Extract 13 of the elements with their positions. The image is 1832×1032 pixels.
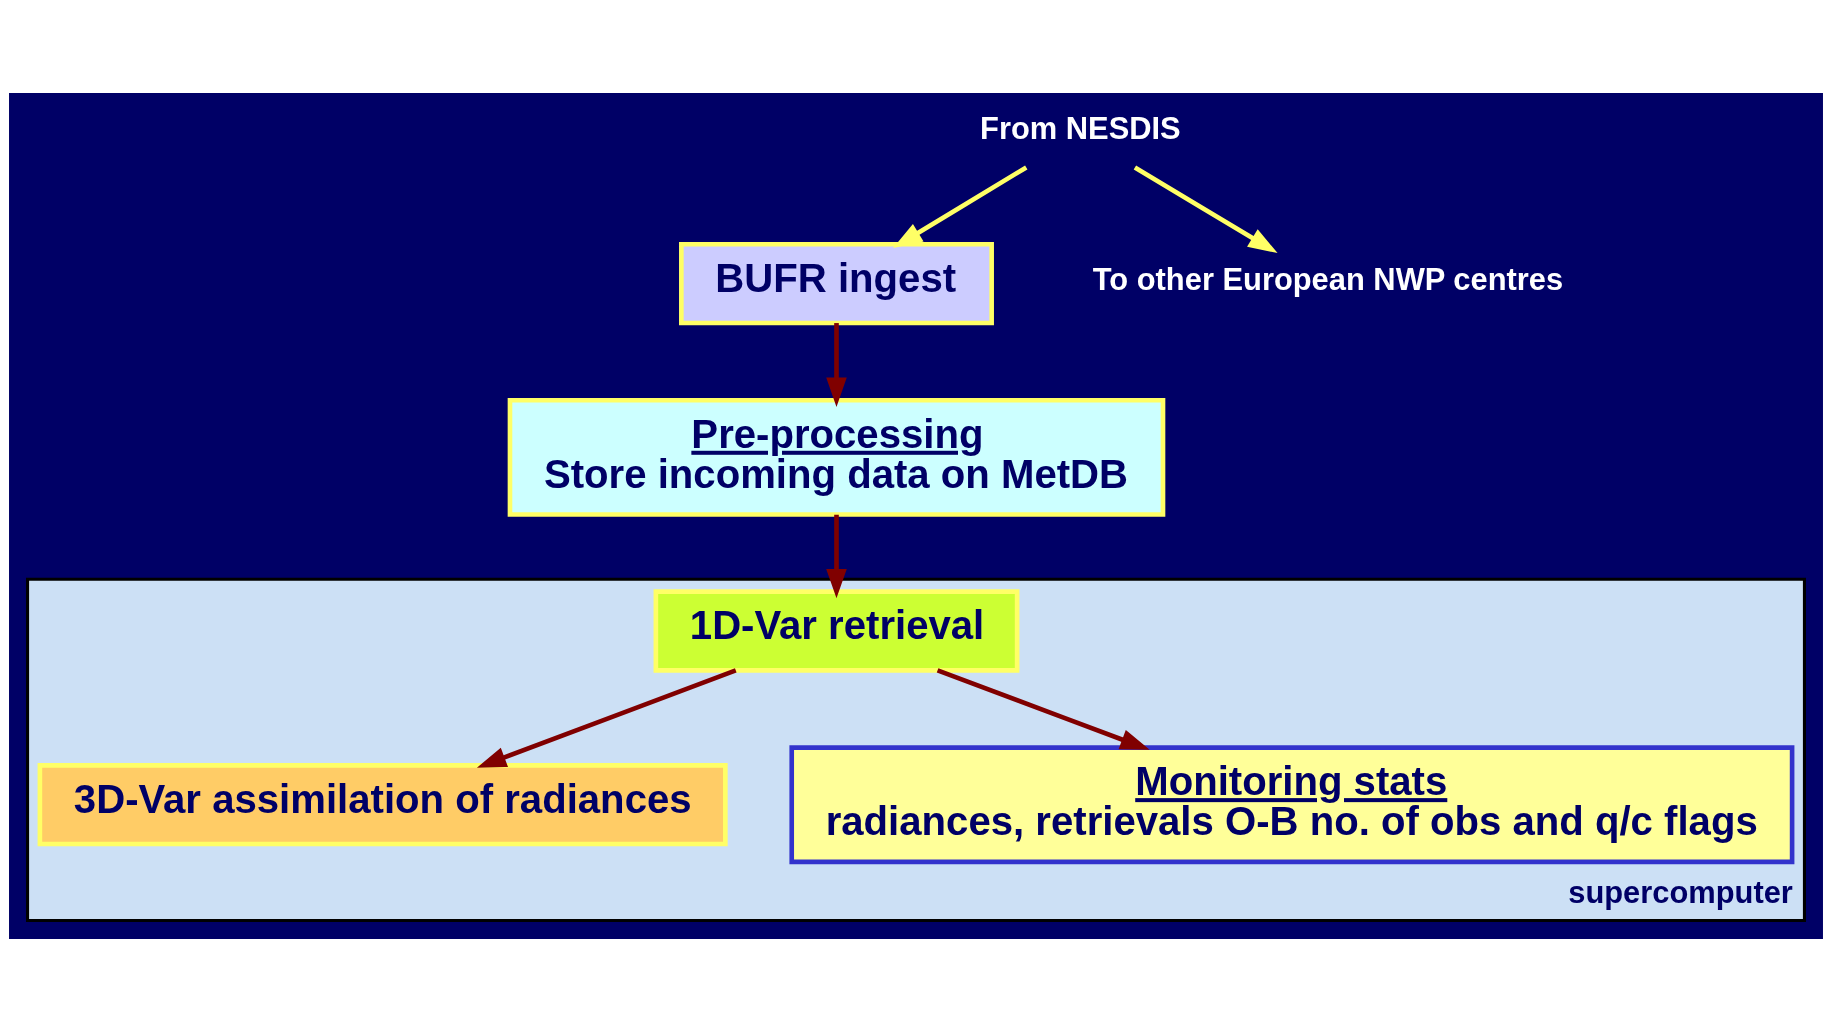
- arrow: [826, 514, 847, 599]
- node-box: Monitoring stats radiances, retrievals O-B no. of obs and q/c flags: [789, 745, 1795, 865]
- arrow: [893, 165, 1028, 248]
- arrow: [826, 323, 847, 407]
- node-box: 3D-Var assimilation of radiances: [37, 763, 728, 847]
- node-text: To other European NWP centres: [1092, 261, 1564, 297]
- node-box: 1D-Var retrieval: [653, 589, 1020, 673]
- node-box: Pre-processing Store incoming data on MetDB: [507, 397, 1166, 517]
- node-box: BUFR ingest: [679, 241, 994, 326]
- node-text: From NESDIS: [980, 111, 1181, 147]
- arrow: [936, 668, 1150, 750]
- arrow: [476, 668, 737, 768]
- arrow: [1133, 165, 1278, 254]
